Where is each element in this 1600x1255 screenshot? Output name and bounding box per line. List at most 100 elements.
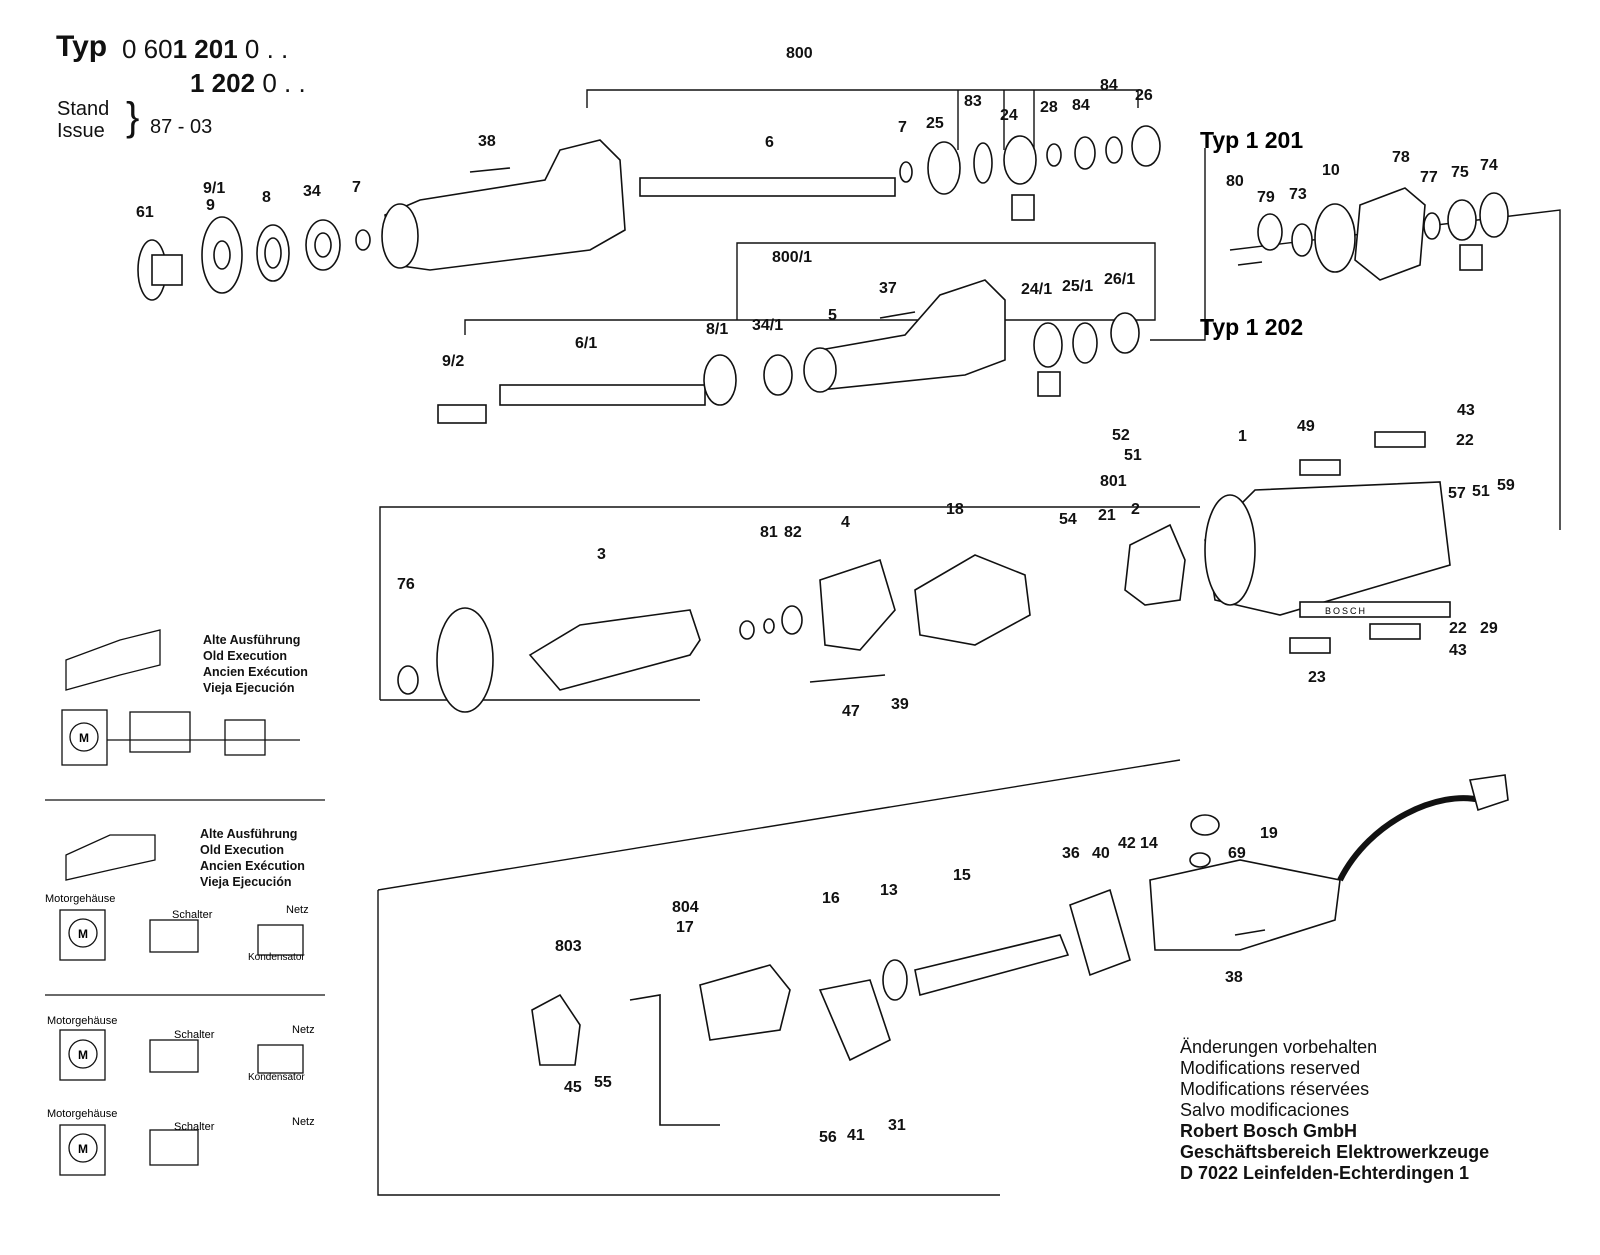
part-18-stator (914, 554, 1031, 646)
part-label-78: 78 (1392, 149, 1410, 166)
part-label-57: 57 (1448, 485, 1466, 502)
part-80-screw (1237, 261, 1263, 266)
part-24-1-bearing (1033, 322, 1063, 368)
part-label-51: 51 (1124, 447, 1142, 464)
part-19-clamp (1190, 814, 1220, 836)
typ-label: Typ (56, 30, 108, 63)
part-label-55: 55 (594, 1074, 612, 1091)
part-36-gasket (1069, 888, 1131, 977)
part-label-79: 79 (1257, 189, 1275, 206)
part-label-10: 10 (1322, 162, 1340, 179)
part-84-washer (1074, 136, 1096, 170)
part-label-3: 3 (597, 546, 606, 563)
part-label-804: 804 (672, 899, 699, 916)
old-exec-fr: Ancien Exécution (203, 665, 308, 679)
part-label-43: 43 (1449, 642, 1467, 659)
part-label-47: 47 (842, 703, 860, 720)
schematic3-motor-circle (68, 1039, 98, 1069)
part-label-56: 56 (819, 1129, 837, 1146)
old-exec-de-2: Alte Ausführung (200, 827, 298, 841)
part-label-36: 36 (1062, 845, 1080, 862)
part-label-81: 81 (760, 524, 778, 541)
schematic1-motor-M: M (79, 731, 89, 745)
schematic2-cap (257, 924, 304, 956)
footer-division: Geschäftsbereich Elektrowerkzeuge (1180, 1142, 1490, 1162)
part-75-bearing (1447, 199, 1477, 241)
part-label-54: 54 (1059, 511, 1077, 528)
part-label-34-1: 34/1 (752, 317, 783, 334)
part-label-9-2: 9/2 (442, 353, 464, 370)
group-outlines (377, 89, 1561, 1196)
part-label-38: 38 (478, 133, 496, 150)
part-label-23: 23 (1308, 669, 1326, 686)
footer-notes: Änderungen vorbehalten Modifications res… (1180, 1037, 1489, 1184)
schematic2-motor-M: M (78, 927, 88, 941)
schematic4-netz: Netz (292, 1116, 315, 1128)
part-label-7: 7 (352, 179, 361, 196)
part-label-42: 42 (1118, 835, 1136, 852)
part-label-77: 77 (1420, 169, 1438, 186)
part-label-45: 45 (564, 1079, 582, 1096)
part-800-housing (384, 139, 626, 271)
old-exec-de: Alte Ausführung (203, 633, 301, 647)
part-9-hole (213, 240, 231, 270)
old-execution-legend-2: Alte Ausführung Old Execution Ancien Exé… (200, 826, 305, 890)
part-label-801: 801 (1100, 473, 1127, 490)
part-label-21: 21 (1098, 507, 1116, 524)
variant-typ-1201: Typ 1 201 (1200, 127, 1303, 153)
schematic3-motor-box (59, 1029, 106, 1081)
schematic3-cap (257, 1044, 304, 1074)
old-exec-motor-thumb (65, 629, 161, 691)
part-7b-ring (899, 161, 913, 183)
typ-number-bold1: 1 201 (172, 34, 238, 64)
part-label-69: 69 (1228, 845, 1246, 862)
footer-line-en: Modifications reserved (1180, 1058, 1361, 1078)
part-label-24: 24 (1000, 107, 1018, 124)
issue-label: Issue (57, 120, 105, 142)
typ-number-suffix1: 0 . . (244, 34, 289, 64)
old-exec-en-2: Old Execution (200, 843, 285, 857)
stand-date: 87 - 03 (150, 116, 213, 138)
part-2-brush-holder (1124, 523, 1186, 606)
part-14-handle (1149, 859, 1341, 951)
part-label-9-1: 9/1 (203, 180, 225, 197)
schematic2-switch (149, 919, 199, 953)
part-4-sleeve (819, 558, 896, 651)
part-label-26: 26 (1135, 87, 1153, 104)
old-exec-es-2: Vieja Ejecución (200, 875, 292, 889)
part-label-51: 51 (1472, 483, 1490, 500)
part-label-800: 800 (786, 45, 813, 62)
part-5-housing (819, 279, 1006, 391)
part-label-9: 9 (206, 197, 215, 214)
typ-number-prefix: 0 60 (122, 34, 173, 64)
schematic3-motorgehaeuse: Motorgehäuse (47, 1015, 117, 1027)
grease-tube-1 (1011, 194, 1035, 221)
part-label-22: 22 (1449, 620, 1467, 637)
part-79-plate (1257, 213, 1283, 251)
part-38-screw (469, 167, 511, 173)
schematic4-motor-box (59, 1124, 106, 1176)
part-label-14: 14 (1140, 835, 1158, 852)
part-61-shaft (151, 254, 183, 286)
old-exec-fr-2: Ancien Exécution (200, 859, 305, 873)
part-label-29: 29 (1480, 620, 1498, 637)
part-label-74: 74 (1480, 157, 1498, 174)
part-22-plate (1374, 431, 1426, 448)
part-37-screw (879, 311, 916, 319)
part-78-head (1354, 187, 1426, 281)
part-803-plate (531, 993, 581, 1066)
typ1201-assembly (137, 125, 1161, 301)
part-800-mouth (381, 203, 419, 269)
part-label-19: 19 (1260, 825, 1278, 842)
schematic2-schalter: Schalter (172, 909, 213, 921)
part-26-1-gear (1110, 312, 1140, 354)
head-cluster (1237, 187, 1509, 281)
grease-tube-3 (1037, 371, 1061, 397)
part-9-2-collet (437, 404, 487, 424)
part-label-5: 5 (828, 307, 837, 324)
part-label-61: 61 (136, 204, 154, 221)
part-10-oring (1314, 203, 1356, 273)
part-38b-screw (1234, 929, 1266, 936)
part-label-41: 41 (847, 1127, 865, 1144)
